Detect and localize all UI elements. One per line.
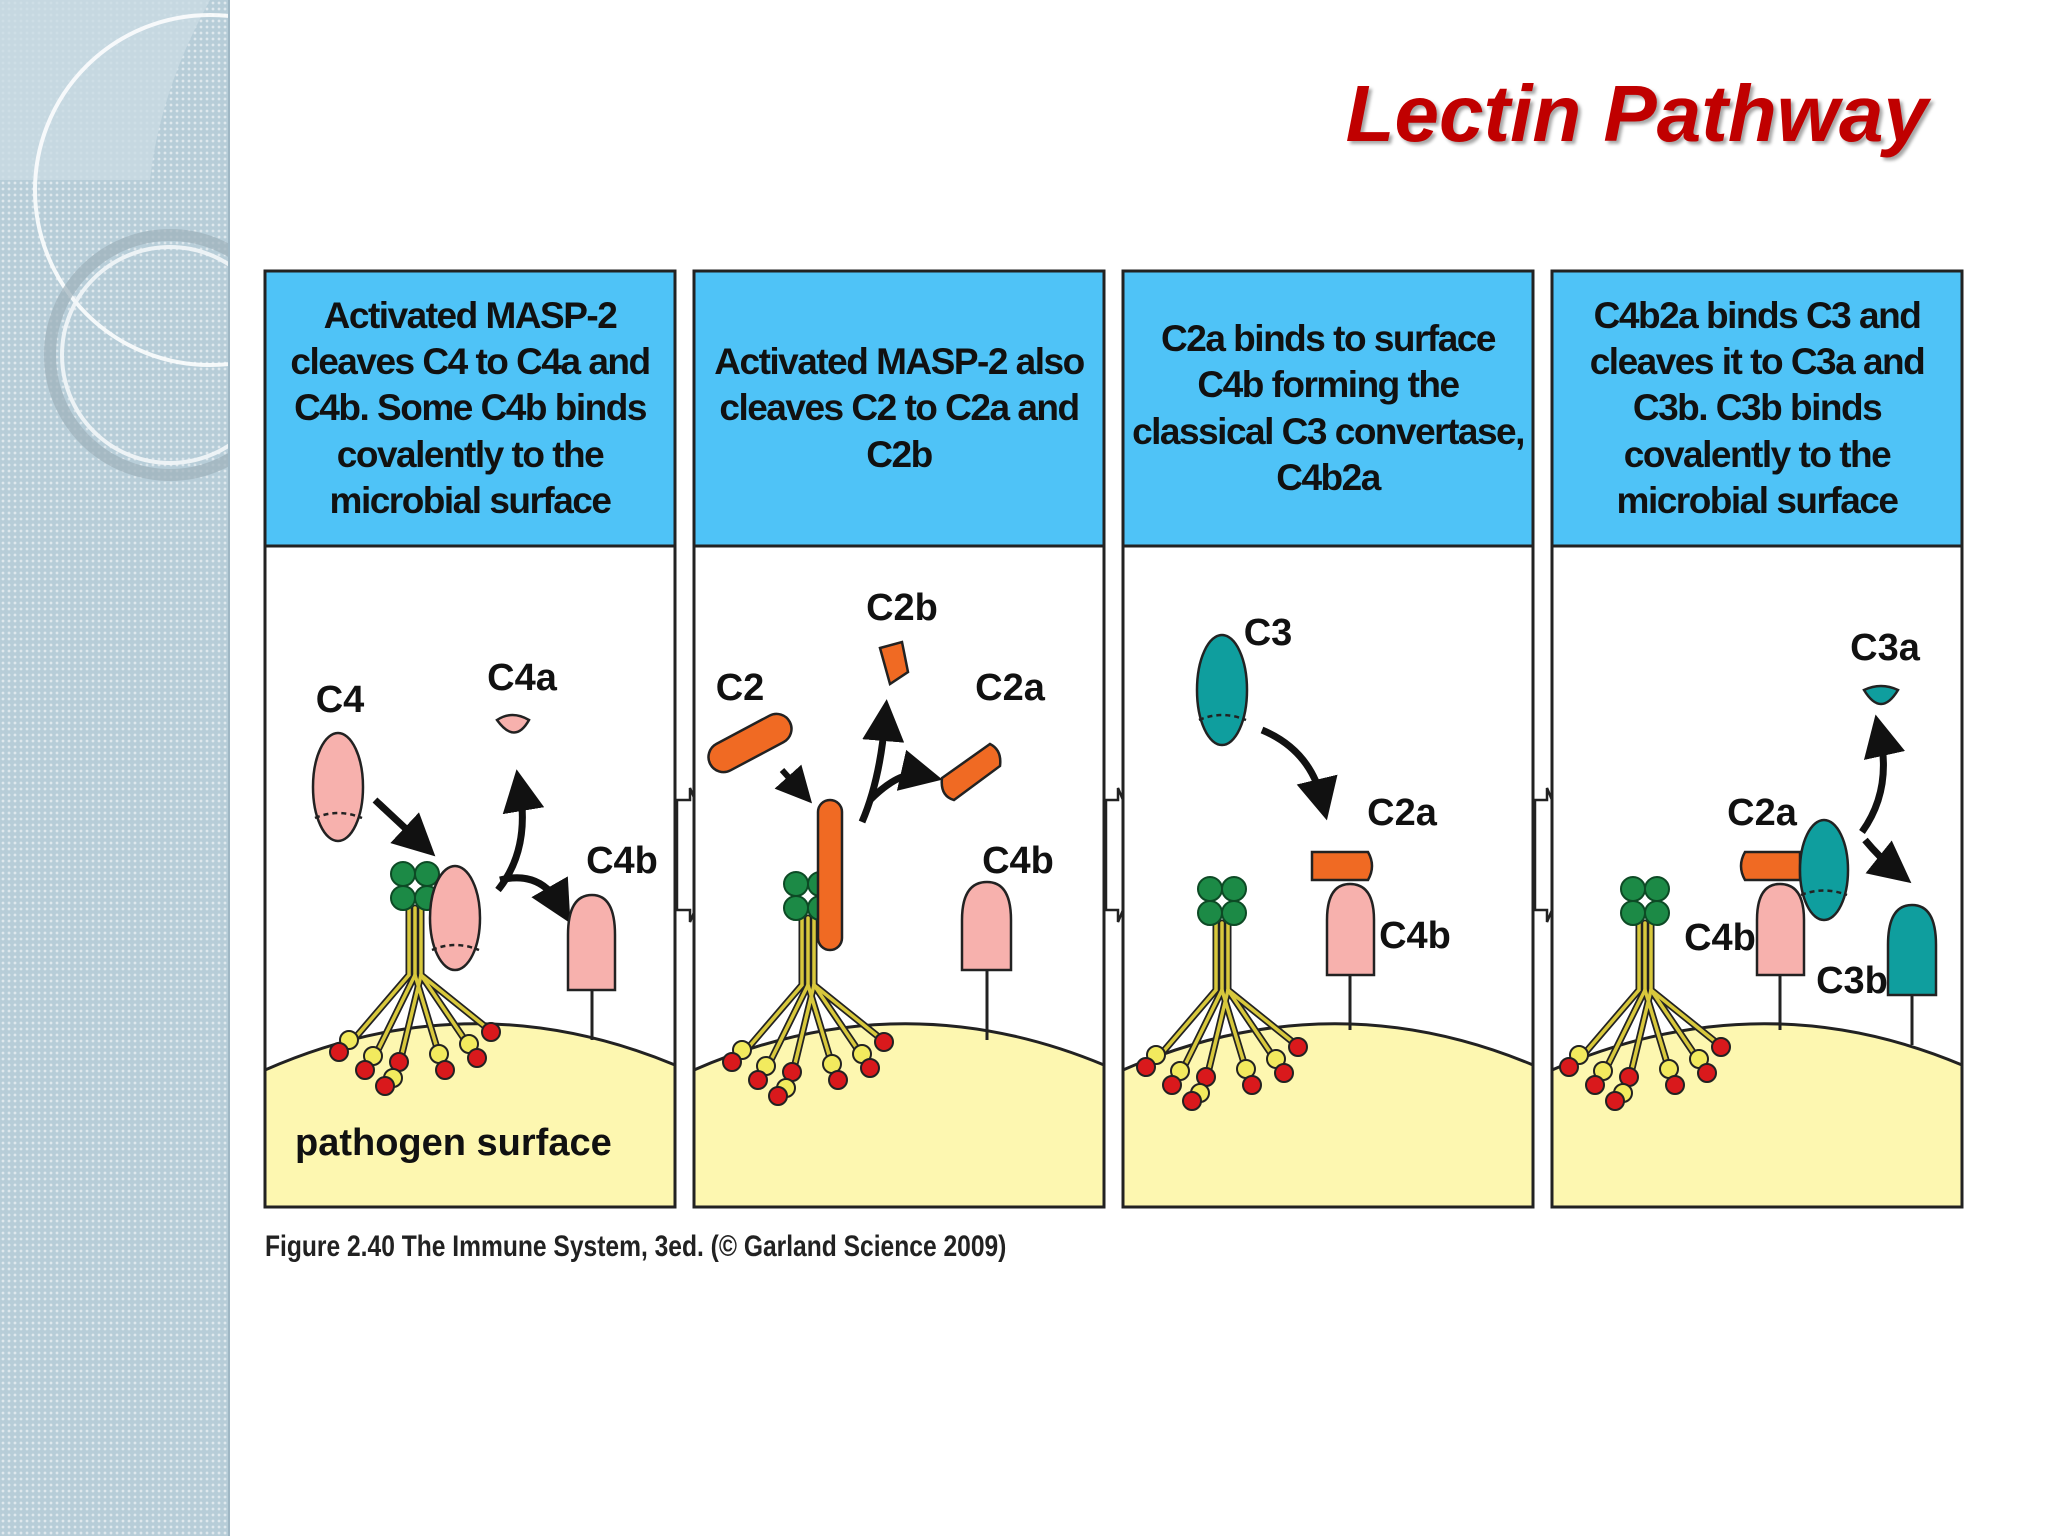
slide-sidebar <box>0 0 230 1536</box>
figure-caption: Figure 2.40 The Immune System, 3ed. (© G… <box>265 1230 1007 1263</box>
c3b-surface-bound <box>1886 903 1938 1045</box>
c4b-surface-bound <box>1755 882 1806 1030</box>
sidebar-decoration <box>0 0 228 481</box>
c3a-fragment <box>1862 684 1900 706</box>
label-c3a: C3a <box>1850 627 1921 669</box>
c4-bound-masp <box>428 864 482 972</box>
label-c2: C2 <box>716 667 765 709</box>
c3-bound-convertase <box>1798 818 1850 922</box>
panel-2: C2 C2b C2a C4b <box>692 269 1106 1209</box>
label-c2b: C2b <box>866 587 938 629</box>
c4b-surface-bound <box>1325 882 1376 1030</box>
label-c4a: C4a <box>487 657 558 699</box>
label-c4b: C4b <box>586 840 658 882</box>
label-c3: C3 <box>1244 612 1293 654</box>
c2b-fragment <box>878 640 910 686</box>
panel-1-header: Activated MASP-2 cleaves C4 to C4a and C… <box>290 294 651 521</box>
label-c4b: C4b <box>1379 915 1451 957</box>
panel-3-header: C2a binds to surface C4b forming the cla… <box>1132 318 1525 498</box>
c3-molecule <box>1195 633 1249 747</box>
slide-title: Lectin Pathway <box>1345 69 1928 158</box>
c2a-fragment <box>940 742 1002 802</box>
panel-1: C4 C4a C4b pathogen surface <box>263 269 677 1209</box>
label-c4b: C4b <box>982 840 1054 882</box>
label-c3b: C3b <box>1816 960 1888 1002</box>
panel-2-header: Activated MASP-2 also cleaves C2 to C2a … <box>714 341 1085 475</box>
panel-3: C3 C2a C4b <box>1121 269 1535 1209</box>
c2a-bound <box>1739 850 1802 882</box>
c4-molecule <box>311 731 365 843</box>
label-c2a: C2a <box>975 667 1046 709</box>
label-c2a: C2a <box>1727 792 1798 834</box>
panel-4: C3a C2a C4b C3b <box>1550 269 1964 1209</box>
c4a-fragment <box>495 713 531 734</box>
c4b-surface-bound <box>960 880 1013 1040</box>
c4b-surface-bound <box>566 893 617 1040</box>
c2-bound-masp <box>816 798 844 952</box>
label-c4b: C4b <box>1684 917 1756 959</box>
label-c4: C4 <box>316 679 365 721</box>
label-c2a: C2a <box>1367 792 1438 834</box>
c2a-bound <box>1310 850 1374 882</box>
label-pathogen-surface: pathogen surface <box>295 1122 612 1164</box>
panel-4-header: C4b2a binds C3 and cleaves it to C3a and… <box>1589 294 1926 521</box>
c2-molecule <box>707 712 793 774</box>
